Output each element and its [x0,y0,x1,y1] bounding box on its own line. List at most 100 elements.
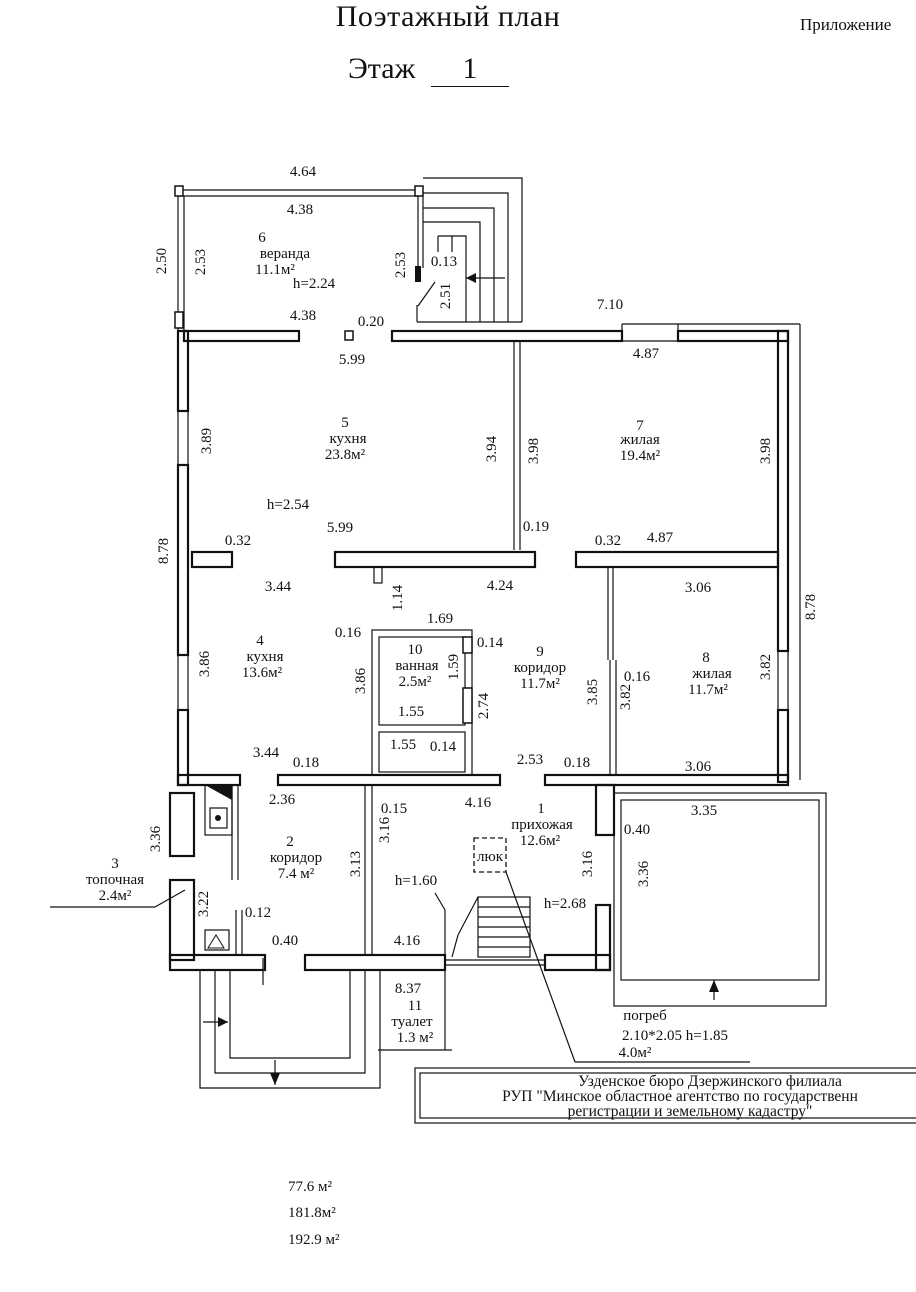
dim: 2.53 [517,752,543,768]
room-10-name: ванная [395,658,438,674]
area-totals: 77.6 м² 181.8м² 192.9 м² [288,1179,340,1248]
dim: 5.99 [339,352,365,368]
dim: 3.98 [526,438,542,464]
stair-height: h=1.60 [395,873,437,889]
room-8-name: жилая [691,666,732,682]
room-2-name: коридор [270,850,322,866]
dim: 0.16 [335,625,362,641]
plan-title: Поэтажный план [335,0,561,33]
dim: 3.85 [585,679,601,705]
room-1-name: прихожая [511,817,573,833]
dim: 2.50 [154,248,170,274]
stamp-line-3: регистрации и земельному кадастру" [568,1103,813,1120]
room-7-area: 19.4м² [620,448,661,464]
dim: 4.64 [290,164,317,180]
floor-number: 1 [430,52,509,87]
room-9-name: коридор [514,660,566,676]
room-6-num: 6 [258,230,266,246]
dim: 3.89 [199,428,215,454]
dim: 0.19 [523,519,549,535]
dim: 1.69 [427,611,453,627]
cellar [505,792,827,1063]
dim: 3.13 [348,851,364,877]
room-2-num: 2 [286,834,294,850]
dim: 4.87 [633,346,660,362]
dim: 3.06 [685,580,712,596]
dim: 3.35 [691,803,717,819]
total-area: 181.8м² [288,1205,336,1221]
room-6-area: 11.1м² [255,262,295,278]
dim: 4.16 [394,933,421,949]
dim: 3.16 [377,816,393,843]
toilet-porch [199,958,452,1089]
dim: 3.44 [253,745,280,761]
dim: 0.20 [358,314,384,330]
vertical-dimension-labels: 2.50 2.53 2.53 2.51 3.89 3.94 3.98 3.98 … [148,248,819,917]
dim: 3.44 [265,579,292,595]
dim: 3.98 [758,438,774,464]
dim: 0.12 [245,905,271,921]
dim: 1.59 [446,654,462,680]
veranda-walls [174,185,424,341]
dim: 7.10 [597,297,623,313]
dim: 0.18 [564,755,590,771]
dim: 2.53 [393,252,409,278]
dim: 3.86 [197,650,213,677]
dim: 0.18 [293,755,319,771]
dim: 5.99 [327,520,353,536]
room-1-area: 12.6м² [520,833,561,849]
dim: 2.36 [269,792,296,808]
dim: 0.40 [272,933,298,949]
room-4-name: кухня [246,649,283,665]
room-2-area: 7.4 м² [278,866,315,882]
room-6-name: веранда [260,246,310,262]
stamp-line-1: Узденское бюро Дзержинского филиала [578,1073,842,1090]
room-4-area: 13.6м² [242,665,283,681]
dim: 8.78 [803,594,819,620]
dim: 4.24 [487,578,514,594]
total-living-area: 77.6 м² [288,1179,332,1195]
room-4-num: 4 [256,633,264,649]
dim: 3.36 [148,825,164,852]
dim: 8.37 [395,981,422,997]
outer-walls [176,323,801,787]
dim: 1.55 [398,704,424,720]
dim: 3.16 [580,850,596,877]
room-5-name: кухня [329,431,366,447]
room-7-num: 7 [636,418,644,434]
room-8-num: 8 [702,650,710,666]
dim: 4.16 [465,795,492,811]
dimension-labels: 4.64 4.38 0.13 4.38 0.20 7.10 5.99 4.87 … [225,164,717,997]
dim: 1.55 [390,737,416,753]
room-1-num: 1 [537,801,545,817]
cellar-area: 4.0м² [619,1045,652,1061]
floor-title: Этаж 1 [348,52,509,87]
dim: 3.06 [685,759,712,775]
stamp-line-2: РУП "Минское областное агентство по госу… [502,1088,858,1105]
dim: 3.22 [196,891,212,917]
dim: 0.40 [624,822,650,838]
dim: 2.74 [476,692,492,719]
appendix-label: Приложение [800,15,892,34]
stamp-box: Узденское бюро Дзержинского филиала РУП … [414,1067,916,1124]
dim: 3.94 [484,435,500,462]
room-11-name: туалет [391,1014,433,1030]
room-7-name: жилая [619,432,660,448]
cellar-label: погреб [623,1008,667,1024]
dim: 0.32 [595,533,621,549]
dim: 0.13 [431,254,457,270]
room-10-num: 10 [408,642,423,658]
room-8-area: 11.7м² [688,682,728,698]
dim: 2.51 [438,283,454,309]
dim: 8.78 [156,538,172,564]
hall-height: h=2.68 [544,896,586,912]
entrance-steps [416,177,523,323]
floor-label: Этаж [348,52,416,85]
room-10-area: 2.5м² [399,674,432,690]
room-9-num: 9 [536,644,544,660]
interior-walls [168,341,780,1050]
room-5-num: 5 [341,415,349,431]
veranda-height: h=2.24 [293,276,336,292]
hatch-label: люк [477,849,504,865]
